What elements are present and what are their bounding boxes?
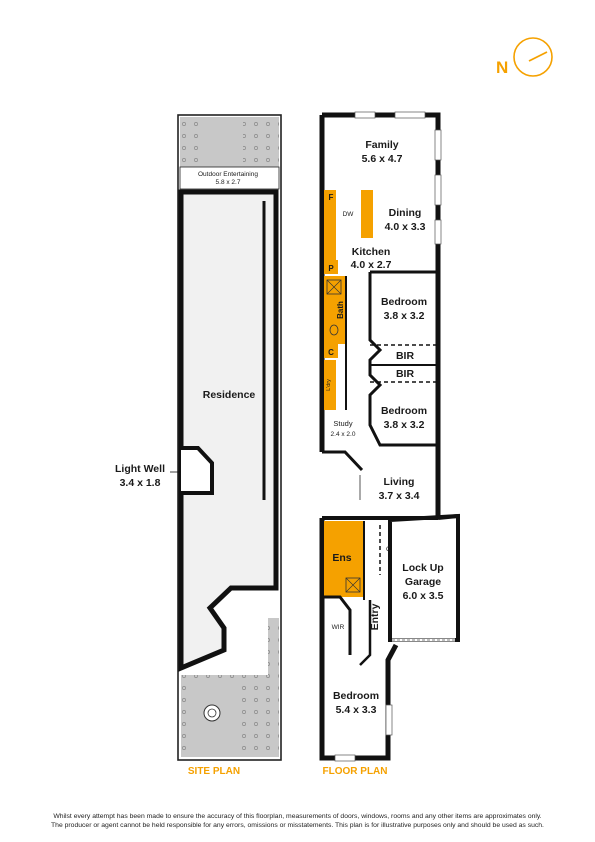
dishwasher-label: DW [343,211,355,218]
residence-label: Residence [203,389,256,401]
window-top-1 [354,111,376,119]
site-plan: Outdoor Entertaining 5.8 x 2.7 Residence… [115,114,282,777]
dining-dims: 4.0 x 3.3 [385,221,426,233]
fridge-label: F [329,193,334,202]
bedroom3-dims: 5.4 x 3.3 [336,704,377,716]
window-bedroom3 [385,704,393,736]
compass-ring [513,37,553,77]
kitchen-island [361,190,373,238]
compass-needle [528,51,548,62]
floor-plan-caption: FLOOR PLAN [323,766,388,777]
bedroom1-name: Bedroom [381,296,427,308]
study-wall [322,450,364,472]
kitchen-dims: 4.0 x 2.7 [351,259,392,271]
residence-outline [178,189,279,672]
compass: N [496,37,553,77]
bir1-label: BIR [396,350,415,362]
bedroom2-name: Bedroom [381,405,427,417]
garage-dims: 6.0 x 3.5 [403,590,444,602]
disclaimer-line-1: Whilst every attempt has been made to en… [53,813,542,820]
window-right-3 [434,219,442,245]
side-garden [268,618,279,756]
living-dims: 3.7 x 3.4 [379,490,420,502]
family-name: Family [365,139,398,151]
ensuite-shower-icon [345,577,361,593]
laundry-label: L'dry [326,379,332,391]
bedroom1-dims: 3.8 x 3.2 [384,310,425,322]
site-plan-caption: SITE PLAN [188,766,240,777]
bedroom-walls [368,272,438,447]
light-well-name: Light Well [115,463,165,475]
cupboard-block [324,344,338,358]
bedroom3-name: Bedroom [333,690,379,702]
bedroom2-dims: 3.8 x 3.2 [384,419,425,431]
dining-name: Dining [389,207,422,219]
floor-plan: F DW P Bath C L'dry C [319,111,460,777]
bir2-label: BIR [396,368,415,380]
entry-label: Entry [369,603,381,630]
wir-label: WIR [332,624,345,631]
toilet-icon [329,324,339,336]
cupboard-label-1: C [328,348,334,357]
ensuite-label: Ens [332,552,351,564]
pantry-label: P [328,264,334,273]
study-name: Study [333,419,352,428]
pantry-block [324,260,338,274]
garage-outline [388,513,460,642]
shower-icon [326,279,342,295]
tree-icon [203,704,221,722]
site-boundary [177,114,282,761]
wir-wall [322,595,352,655]
ensuite-floor [324,521,364,597]
lower-left-wall [319,518,399,761]
outdoor-entertaining-area [179,166,280,190]
kitchen-name: Kitchen [352,246,391,258]
living-name: Living [384,476,415,488]
garden-bed-right [243,117,279,167]
disclaimer-line-2: The producer or agent cannot be held res… [51,822,544,829]
window-bottom [334,754,356,762]
disclaimer: Whilst every attempt has been made to en… [0,812,595,830]
garden-bed [180,117,200,167]
laundry-bench [324,360,336,410]
light-well-notch [181,446,214,495]
garage-name-2: Garage [405,576,441,588]
window-top-2 [394,111,426,119]
cupboard-label-2: C [386,546,391,553]
compass-north-letter: N [496,58,508,77]
bath-label: Bath [336,301,345,319]
window-right-2 [434,174,442,206]
bathroom-fixtures [324,276,346,344]
garage-name-1: Lock Up [402,562,443,574]
outdoor-entertaining-name: Outdoor Entertaining [198,171,258,178]
kitchen-bench-left [324,190,336,260]
entry-wall [359,600,372,666]
outdoor-entertaining-dims: 5.8 x 2.7 [216,179,241,186]
light-well-dims: 3.4 x 1.8 [120,477,161,489]
window-right-1 [434,129,442,161]
family-dims: 5.6 x 4.7 [362,153,403,165]
study-dims: 2.4 x 2.0 [331,431,356,438]
